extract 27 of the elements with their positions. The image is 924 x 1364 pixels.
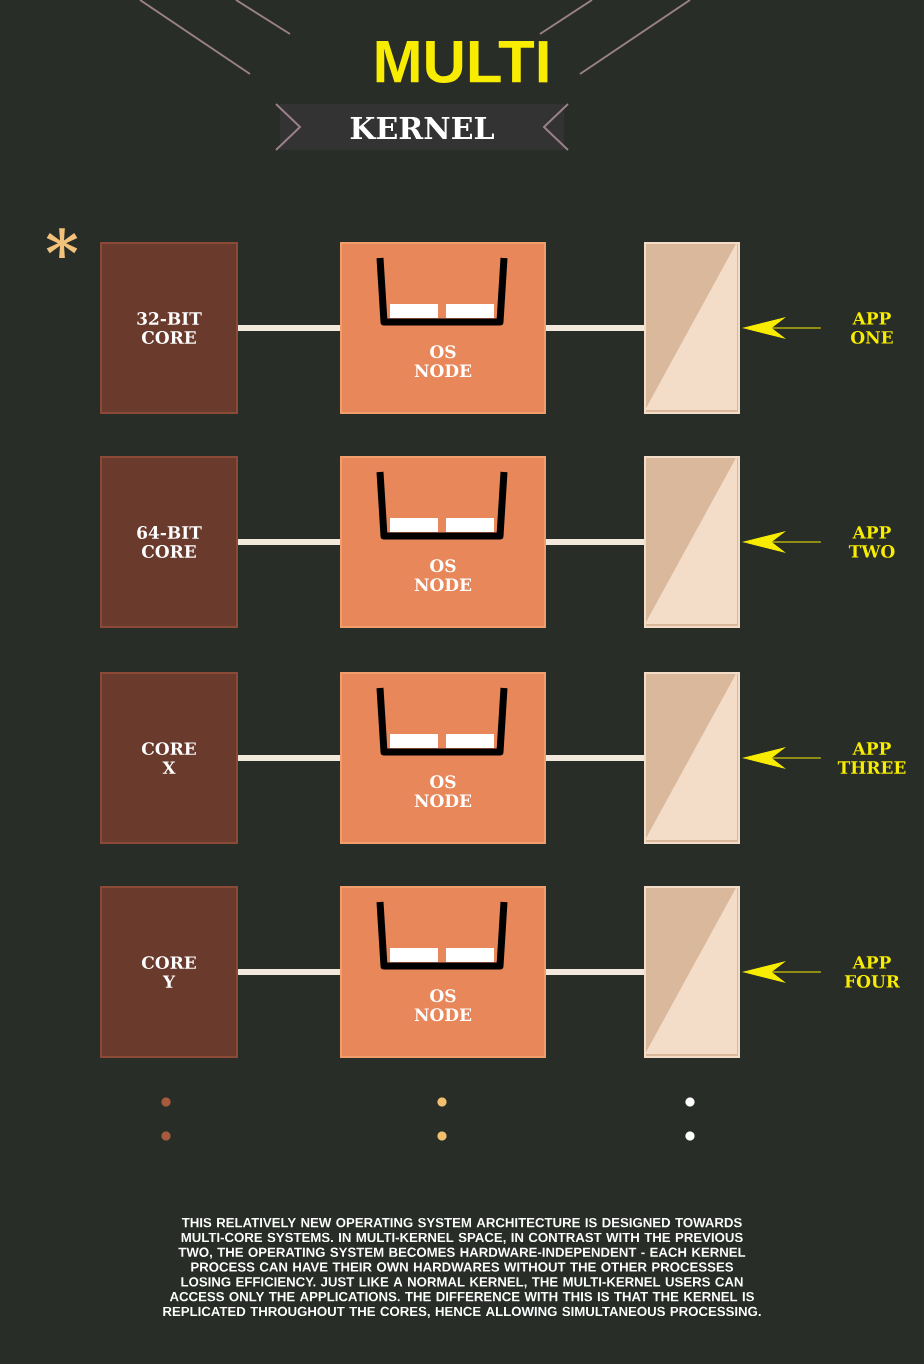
asterisk: * [46, 228, 78, 258]
connector-line [546, 539, 644, 545]
core-box: 64-BIT CORE [100, 456, 238, 628]
os-node-box: OS NODE [340, 886, 546, 1058]
connector-line [238, 325, 340, 331]
connector-line [238, 755, 340, 761]
app-label: APP THREE [837, 742, 906, 774]
app-label: APP FOUR [844, 956, 900, 988]
app-box [644, 456, 740, 628]
connector-line [546, 969, 644, 975]
app-box [644, 672, 740, 844]
app-box [644, 242, 740, 414]
os-node-box: OS NODE [340, 242, 546, 414]
connector-line [546, 325, 644, 331]
os-node-box: OS NODE [340, 672, 546, 844]
os-node-box: OS NODE [340, 456, 546, 628]
connector-line [238, 969, 340, 975]
core-box: 32-BIT CORE [100, 242, 238, 414]
app-label: APP TWO [848, 526, 895, 558]
connector-line [238, 539, 340, 545]
ribbon-banner: KERNEL [275, 103, 569, 151]
title: MULTI [376, 41, 548, 83]
app-label: APP ONE [851, 312, 893, 344]
core-box: CORE X [100, 672, 238, 844]
core-box: CORE Y [100, 886, 238, 1058]
app-box [644, 886, 740, 1058]
connector-line [546, 755, 644, 761]
